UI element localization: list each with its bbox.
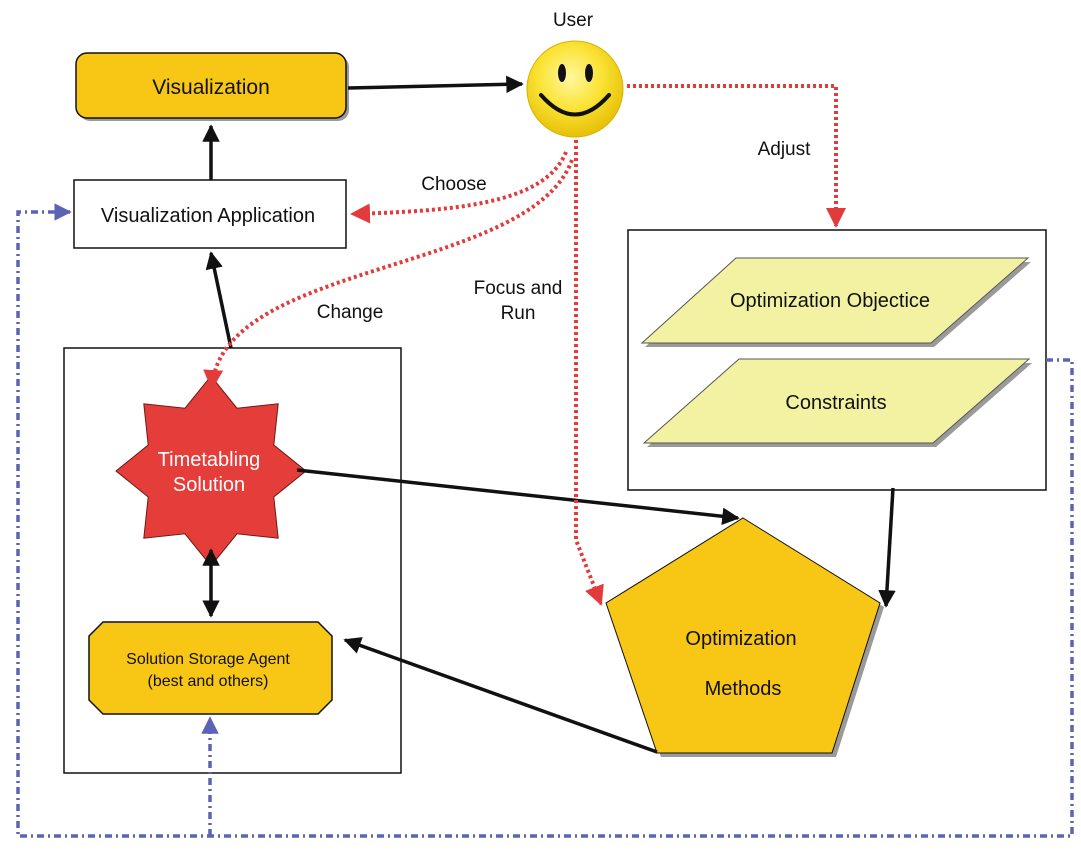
solution-storage-agent-line2: (best and others) bbox=[148, 673, 269, 690]
arrow-constraints-to-methods bbox=[878, 487, 896, 608]
smiley-mouth bbox=[539, 93, 611, 117]
feedback-loop bbox=[16, 203, 1074, 838]
optimization-objective-label: Optimization Objectice bbox=[730, 290, 930, 312]
optimization-methods-shape bbox=[605, 517, 881, 754]
optimization-objective-shape bbox=[640, 257, 1030, 344]
timetabling-solution-star bbox=[115, 375, 307, 567]
arrow-user-adjust bbox=[627, 84, 846, 228]
solution-storage-agent-node[interactable]: Solution Storage Agent (best and others) bbox=[88, 621, 333, 715]
feedback-line-right bbox=[16, 203, 1074, 838]
visualization-node[interactable]: Visualization bbox=[75, 52, 349, 121]
edge-label-adjust: Adjust bbox=[758, 139, 812, 160]
edge-label-change: Change bbox=[317, 302, 384, 323]
optimization-methods-line1: Optimization bbox=[685, 628, 796, 650]
user-node[interactable]: User bbox=[526, 10, 624, 138]
optimization-objective-node[interactable]: Optimization Objectice bbox=[640, 257, 1031, 347]
smiley-face-icon bbox=[526, 40, 624, 138]
timetabling-solution-line2: Solution bbox=[173, 474, 245, 496]
arrow-visualization-to-user bbox=[347, 75, 524, 94]
timetabling-solution-node[interactable]: Timetabling Solution bbox=[115, 375, 307, 567]
constraints-node[interactable]: Constraints bbox=[642, 358, 1032, 447]
arrow-user-change bbox=[203, 159, 574, 390]
constraints-shape bbox=[642, 358, 1031, 444]
visualization-label: Visualization bbox=[152, 76, 270, 99]
edge-label-focus-and-run-line2: Run bbox=[501, 303, 536, 324]
left-solution-container bbox=[63, 347, 402, 774]
solid-arrows bbox=[202, 75, 896, 754]
edge-label-focus-and-run-line1: Focus and bbox=[474, 278, 563, 299]
constraints-label: Constraints bbox=[785, 392, 886, 414]
solution-storage-agent-shape bbox=[88, 621, 333, 715]
smiley-left-eye bbox=[558, 64, 566, 82]
arrow-user-focus-and-run bbox=[574, 140, 604, 606]
smiley-right-eye bbox=[585, 64, 593, 82]
optimization-methods-line2: Methods bbox=[705, 678, 782, 700]
optimization-methods-node[interactable]: Optimization Methods bbox=[605, 517, 884, 757]
solution-storage-agent-line1: Solution Storage Agent bbox=[126, 651, 290, 668]
timetabling-solution-line1: Timetabling bbox=[158, 449, 261, 471]
user-label: User bbox=[553, 10, 594, 31]
arrow-solution-to-methods bbox=[296, 468, 740, 525]
arrow-solution-to-application bbox=[205, 251, 233, 349]
user-action-arrows bbox=[203, 84, 846, 606]
edge-label-choose: Choose bbox=[421, 174, 487, 195]
visualization-application-label: Visualization Application bbox=[101, 205, 315, 227]
visualization-application-node[interactable]: Visualization Application bbox=[73, 179, 347, 249]
arrow-methods-to-storage bbox=[343, 637, 658, 754]
arrow-user-choose bbox=[350, 151, 568, 224]
